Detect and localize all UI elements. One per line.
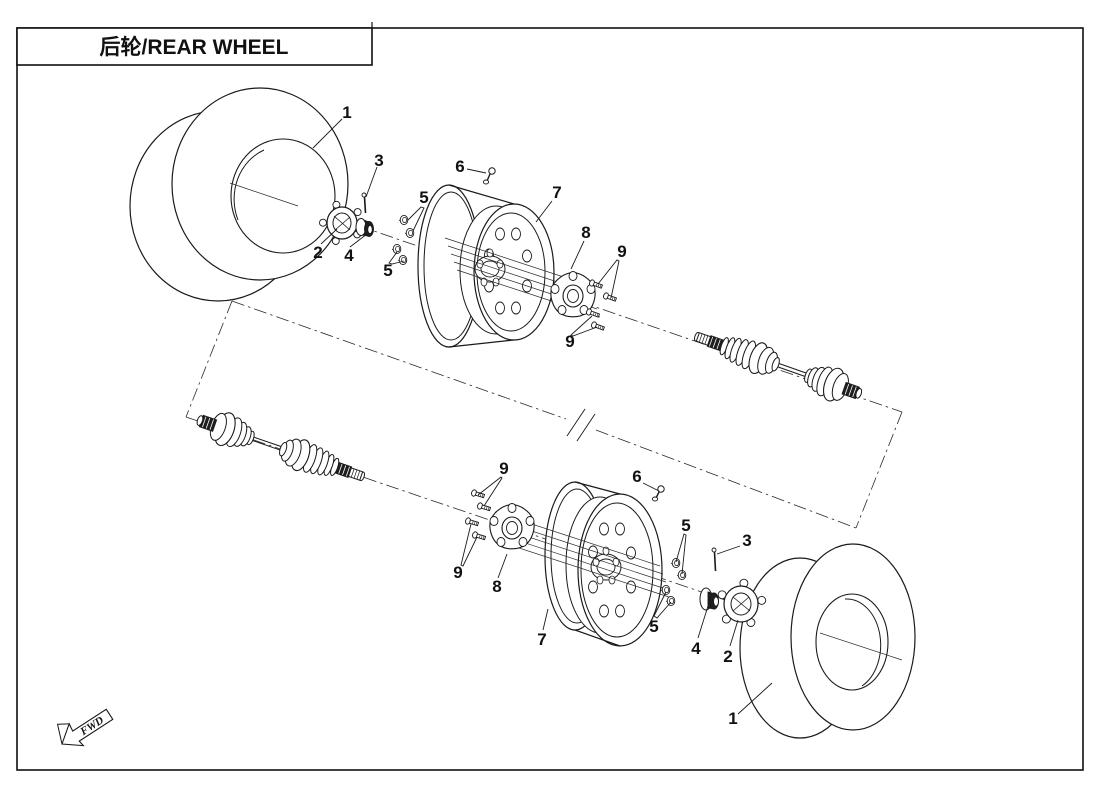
callout-wheel-nuts-top-lower: 5 xyxy=(383,261,392,280)
hub-bracket-bottom xyxy=(489,503,535,550)
callout-tire-top: 1 xyxy=(342,103,351,122)
projection-lines-bottom xyxy=(494,511,673,599)
hub-bracket-top xyxy=(550,271,596,318)
callout-bolts-top-upper: 9 xyxy=(617,242,626,261)
callout-wheel-nuts-bottom-upper: 5 xyxy=(681,516,690,535)
callout-valve-stem-top: 6 xyxy=(455,157,464,176)
callout-rim-top: 7 xyxy=(552,183,561,202)
callout-hub-cap-bottom: 2 xyxy=(723,647,732,666)
callout-hub-bracket-bottom: 8 xyxy=(492,577,501,596)
callout-castle-nut-bottom: 4 xyxy=(691,639,701,658)
castle-nut-bottom xyxy=(699,587,719,611)
rim-bottom xyxy=(544,481,663,647)
page-title: 后轮/REAR WHEEL xyxy=(100,35,289,59)
hub-cap-bottom xyxy=(717,578,767,627)
hub-cap-top xyxy=(319,200,362,245)
drive-axle-top xyxy=(688,319,868,411)
valve-stem-top xyxy=(482,167,496,185)
callout-bolts-top-lower: 9 xyxy=(565,332,574,351)
fwd-direction-arrow: FWD xyxy=(56,708,114,747)
callout-castle-nut-top: 4 xyxy=(344,246,354,265)
rim-top xyxy=(417,184,555,348)
castle-nut-top xyxy=(355,218,374,237)
callout-cotter-pin-top: 3 xyxy=(374,151,383,170)
callout-cotter-pin-bottom: 3 xyxy=(742,531,751,550)
title-box xyxy=(16,27,373,66)
wheel-nuts-top xyxy=(391,214,415,266)
callout-hub-cap-top: 2 xyxy=(313,243,322,262)
tire-bottom xyxy=(739,543,916,739)
callout-labels: 1 3 6 5 7 2 4 5 8 9 9 9 6 5 3 9 8 7 5 4 … xyxy=(313,103,751,728)
diagram-frame: 后轮/REAR WHEEL xyxy=(16,22,1084,771)
callout-wheel-nuts-top-upper: 5 xyxy=(419,188,428,207)
callout-tire-bottom: 1 xyxy=(728,709,737,728)
tire-top xyxy=(129,87,349,302)
callout-hub-bracket-top: 8 xyxy=(581,223,590,242)
leader-lines xyxy=(312,118,773,715)
wheel-nuts-bottom xyxy=(660,557,687,607)
drive-axle-bottom xyxy=(191,403,371,494)
callout-bolts-bottom-upper: 9 xyxy=(499,459,508,478)
rim-bottom-vent-holes xyxy=(588,522,636,618)
cotter-pin-bottom xyxy=(711,547,717,572)
callout-valve-stem-bottom: 6 xyxy=(632,467,641,486)
valve-stem-bottom xyxy=(651,485,665,502)
callout-rim-bottom: 7 xyxy=(537,630,546,649)
break-mark xyxy=(566,408,596,442)
callout-wheel-nuts-bottom-lower: 5 xyxy=(649,617,658,636)
fwd-label: FWD xyxy=(78,714,106,738)
cotter-pin-top xyxy=(361,192,367,214)
callout-bolts-bottom-lower: 9 xyxy=(453,563,462,582)
